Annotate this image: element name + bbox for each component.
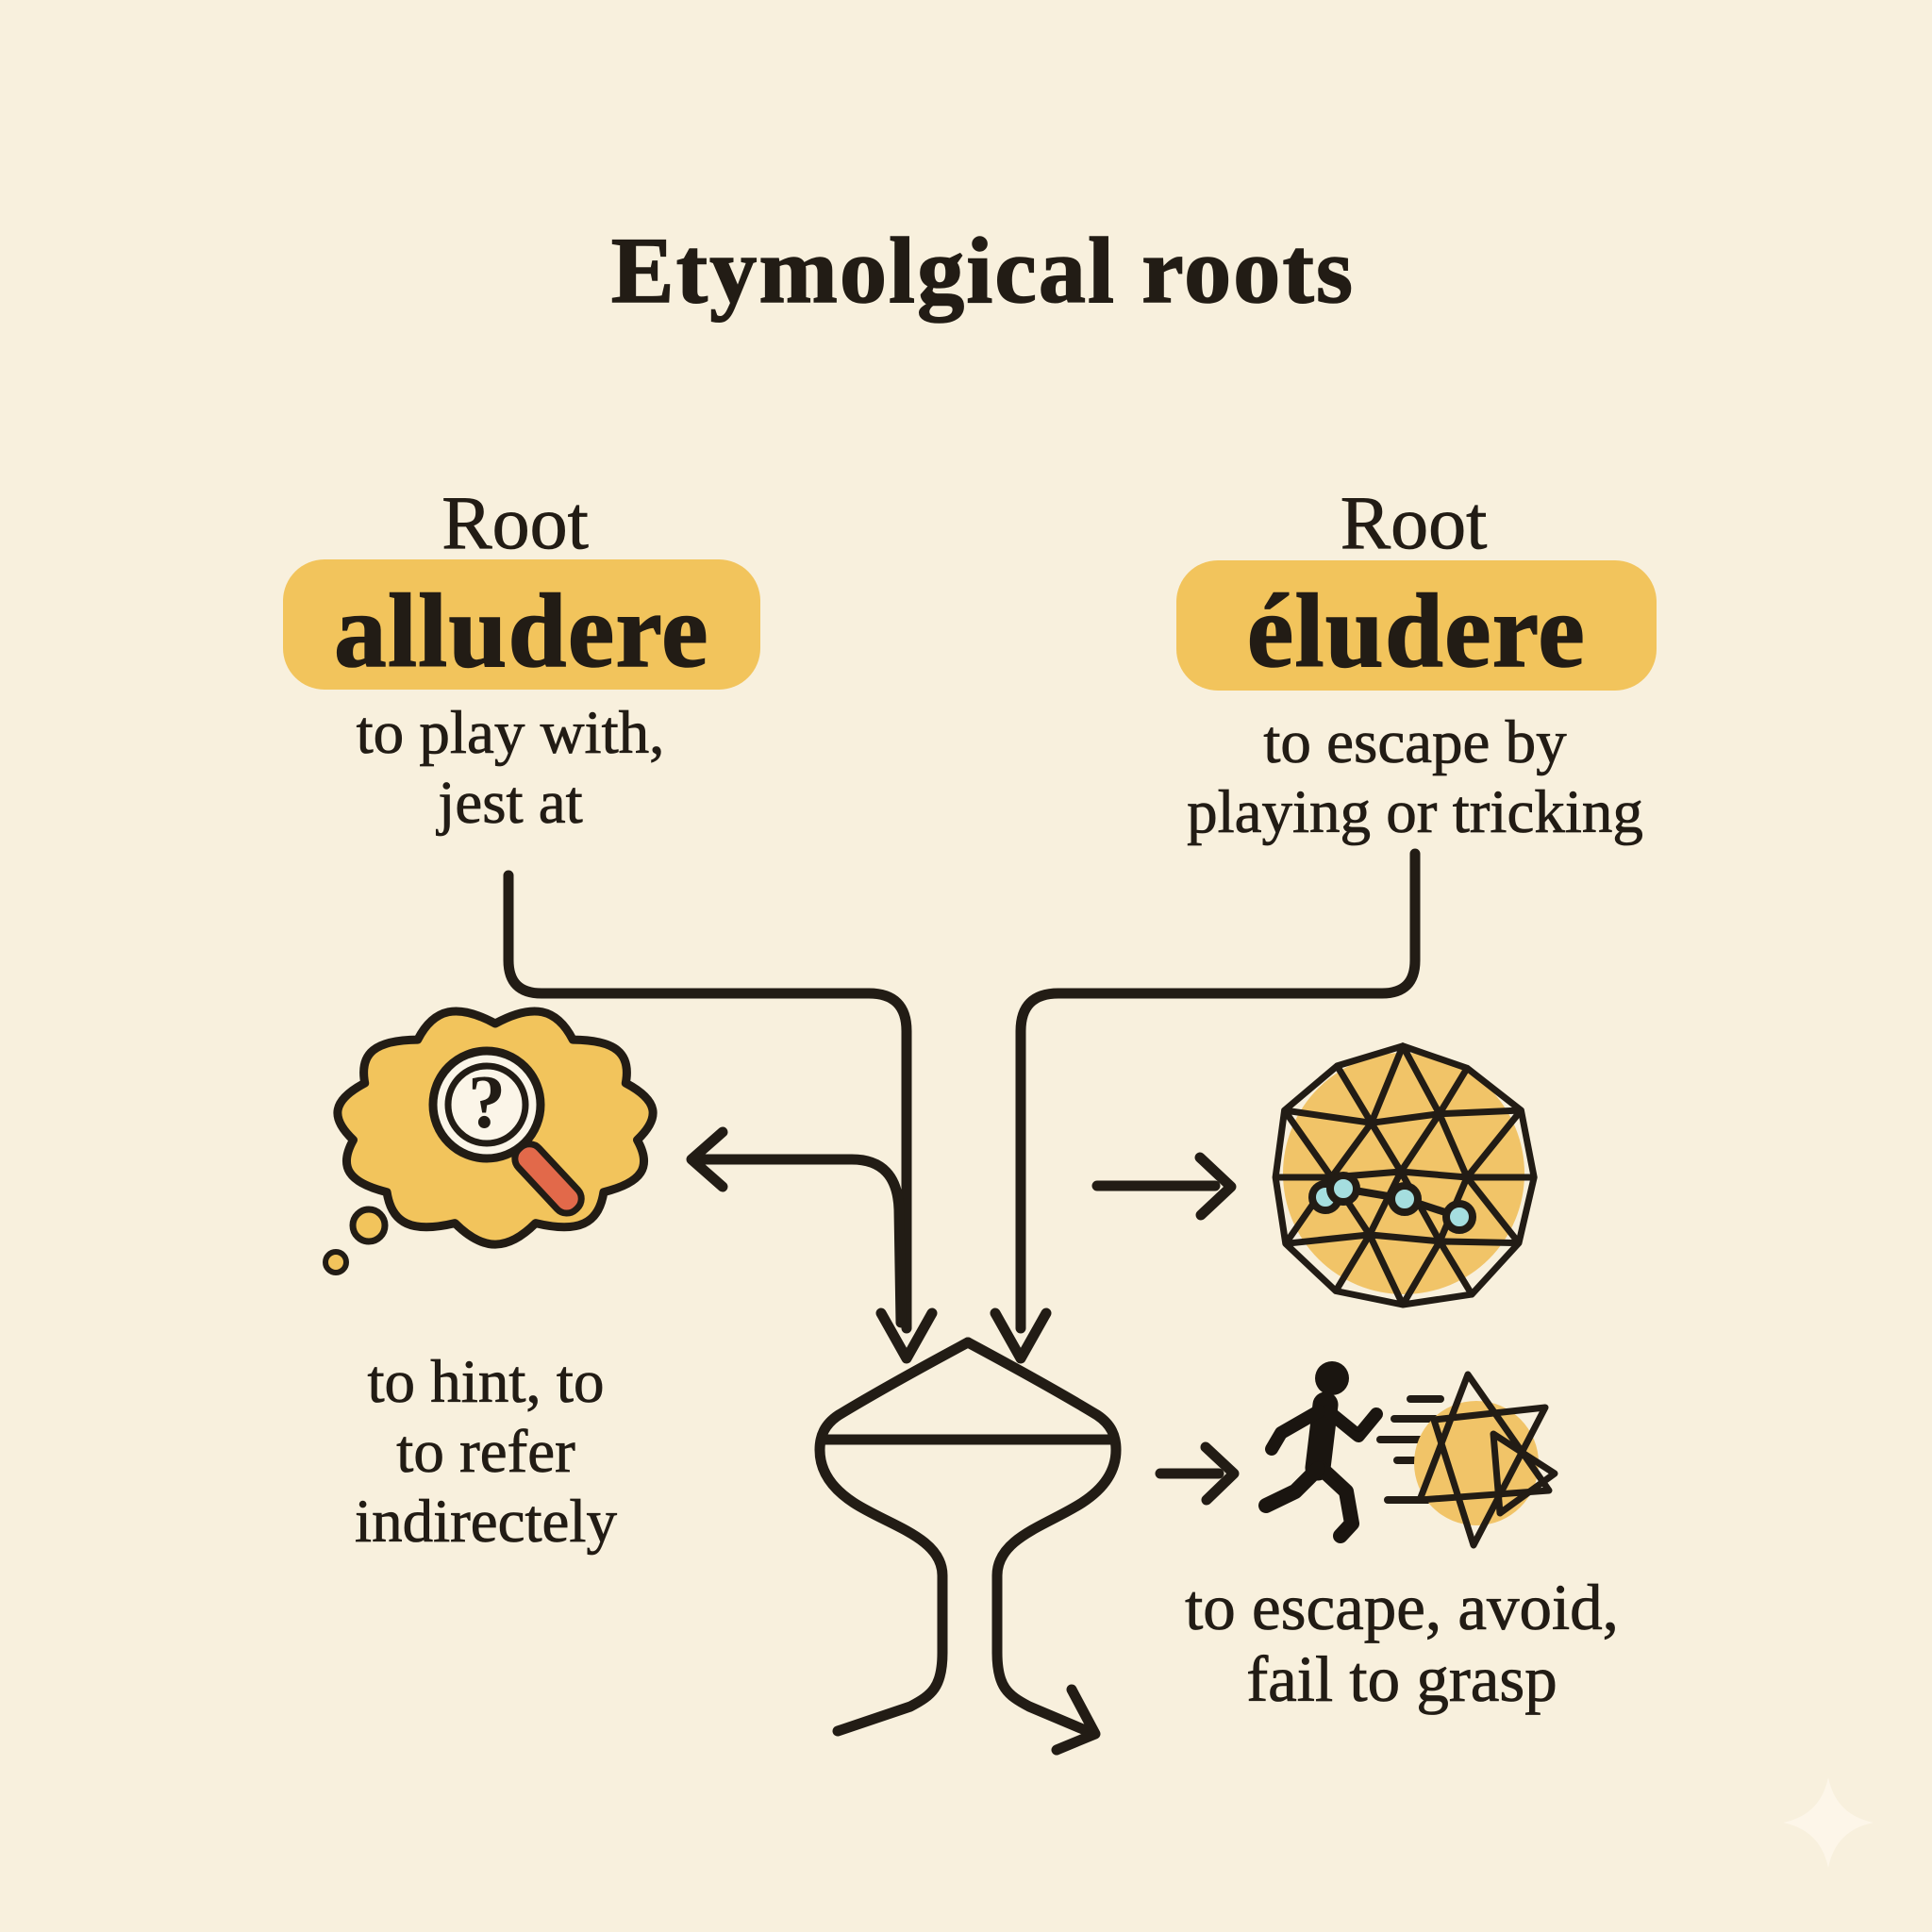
svg-text:?: ?: [468, 1061, 506, 1144]
